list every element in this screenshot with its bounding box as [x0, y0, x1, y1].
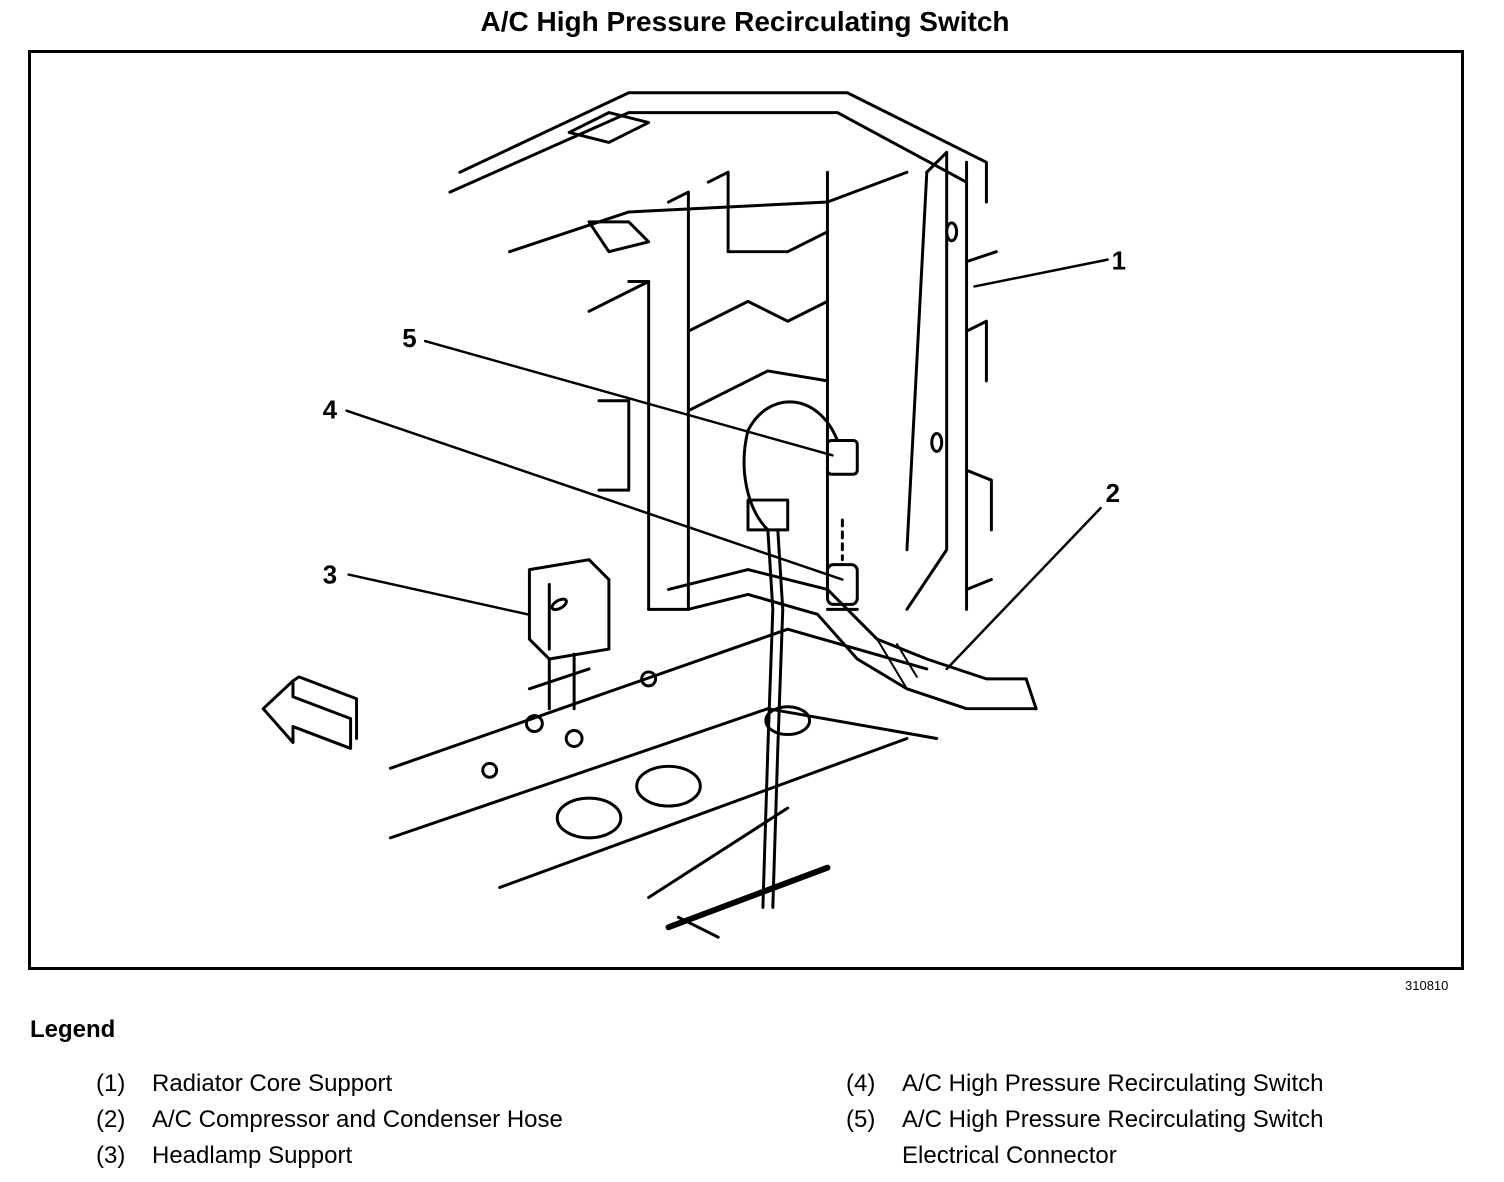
- legend-column-right: (4) A/C High Pressure Recirculating Swit…: [846, 1066, 1412, 1174]
- leader-line-5: [423, 339, 834, 457]
- callout-1: 1: [1112, 248, 1126, 276]
- legend-number: (4): [846, 1070, 876, 1097]
- leader-line-1: [973, 258, 1109, 288]
- figure-id: 310810: [1405, 978, 1449, 993]
- legend-heading: Legend: [30, 1016, 116, 1043]
- legend-label: Headlamp Support: [152, 1142, 353, 1169]
- legend-column-left: (1) Radiator Core Support (2) A/C Compre…: [96, 1066, 563, 1174]
- callout-5: 5: [402, 325, 416, 353]
- component-illustration: 1 2 3 4 5: [261, 91, 1126, 939]
- legend-label: A/C High Pressure Recirculating Switch E…: [902, 1106, 1324, 1169]
- lower-tie-bar-drawing: [388, 627, 939, 899]
- legend-label: A/C Compressor and Condenser Hose: [152, 1106, 563, 1133]
- diagram-title: A/C High Pressure Recirculating Switch: [480, 6, 1010, 37]
- legend-item: (2) A/C Compressor and Condenser Hose: [96, 1102, 563, 1138]
- legend-number: (1): [96, 1070, 126, 1097]
- legend-number: (3): [96, 1142, 126, 1169]
- forward-arrow-icon: [261, 675, 359, 750]
- callout-3: 3: [323, 562, 337, 590]
- legend-item: (3) Headlamp Support: [96, 1138, 563, 1174]
- legend-number: (2): [96, 1106, 126, 1133]
- legend-item: (5) A/C High Pressure Recirculating Swit…: [846, 1102, 1412, 1174]
- shroud-drawing: [587, 170, 829, 611]
- radiator-core-support-drawing: [905, 150, 998, 611]
- leader-line-4: [345, 409, 844, 581]
- callout-4: 4: [323, 397, 338, 425]
- leader-line-2: [945, 506, 1102, 671]
- headlamp-support-drawing: [527, 558, 611, 711]
- leader-lines: [345, 258, 1109, 671]
- ac-hose-drawing: [667, 568, 1038, 711]
- leader-line-3: [347, 573, 529, 616]
- pressure-switch-drawing: [825, 518, 859, 611]
- legend-label: Radiator Core Support: [152, 1070, 393, 1097]
- upper-panel-drawing: [448, 91, 988, 254]
- illustration-frame: 1 2 3 4 5: [28, 50, 1464, 970]
- legend-label: A/C High Pressure Recirculating Switch: [902, 1070, 1324, 1097]
- legend-item: (1) Radiator Core Support: [96, 1066, 563, 1102]
- legend-number: (5): [846, 1106, 876, 1133]
- callout-2: 2: [1106, 480, 1120, 508]
- legend-item: (4) A/C High Pressure Recirculating Swit…: [846, 1066, 1412, 1102]
